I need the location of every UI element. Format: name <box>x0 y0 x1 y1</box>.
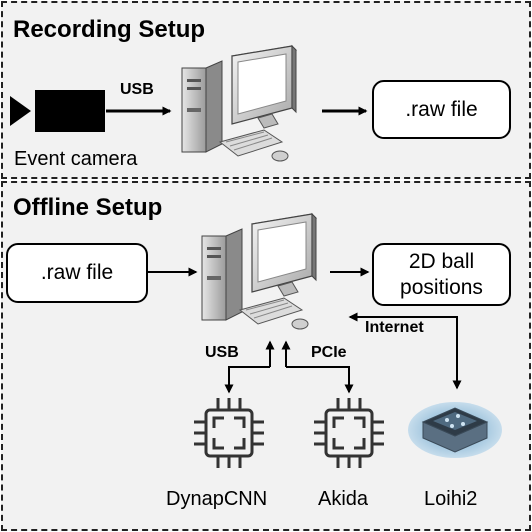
ball-positions-box: 2D ball positions <box>372 243 511 306</box>
chip-icon <box>192 396 266 470</box>
camera-icon <box>10 90 105 132</box>
raw-file-box-offline: .raw file <box>6 243 148 303</box>
pcie-label: PCIe <box>311 344 347 361</box>
event-camera-label: Event camera <box>14 148 138 170</box>
chip-icon <box>312 396 386 470</box>
computer-icon-offline <box>201 213 317 330</box>
usb-label-recording: USB <box>120 81 154 98</box>
recording-setup-title: Recording Setup <box>13 16 206 43</box>
raw-file-box-recording: .raw file <box>372 80 511 139</box>
loihi-board-icon <box>408 402 502 458</box>
offline-setup-title: Offline Setup <box>13 194 163 221</box>
loihi2-label: Loihi2 <box>424 488 478 510</box>
ball-positions-line2: positions <box>400 275 483 299</box>
internet-label: Internet <box>365 319 424 336</box>
pcie-arrow-to-akida <box>286 366 354 394</box>
dynapcnn-label: DynapCNN <box>166 488 268 510</box>
akida-label: Akida <box>318 488 369 510</box>
computer-icon <box>181 45 297 162</box>
usb-label-offline: USB <box>205 344 239 361</box>
usb-arrow-to-dynapcnn <box>224 366 270 394</box>
ball-positions-line1: 2D ball <box>408 250 475 274</box>
